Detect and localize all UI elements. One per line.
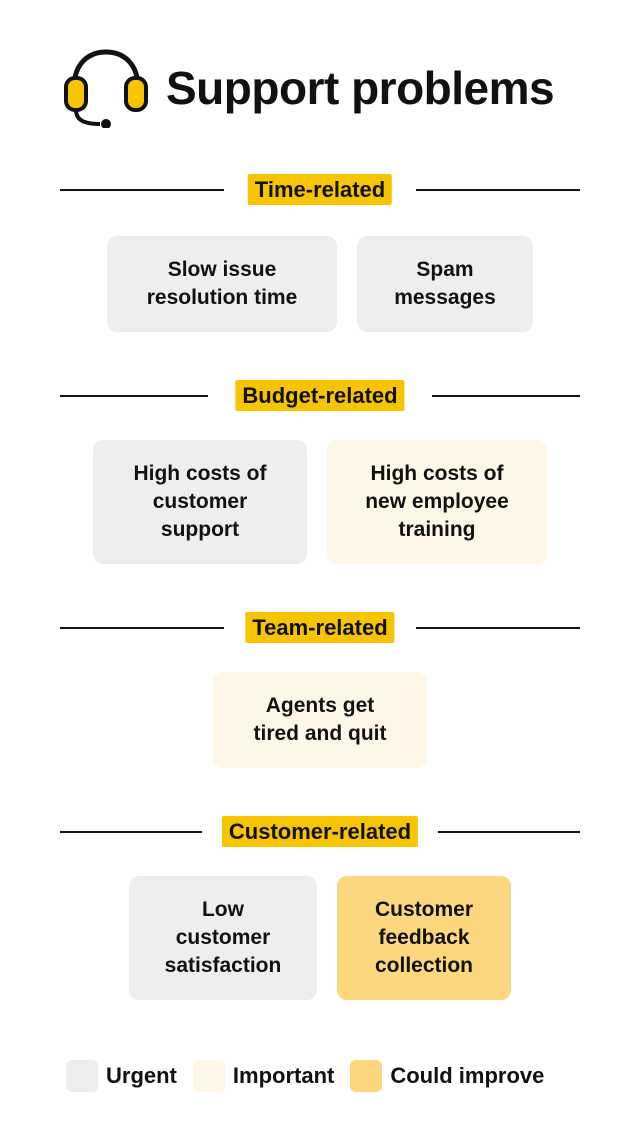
card-high-costs-training: High costs of new employee training (327, 440, 547, 564)
card-slow-issue-resolution: Slow issue resolution time (107, 236, 337, 332)
section-time-related: Time-related Slow issue resolution time … (60, 174, 580, 332)
card-low-satisfaction: Low customer satisfaction (129, 876, 317, 1000)
legend-label: Urgent (106, 1063, 177, 1088)
section-divider: Budget-related (60, 380, 580, 412)
card-agents-tired: Agents get tired and quit (213, 672, 427, 768)
legend-item-important: Important (192, 1060, 335, 1092)
section-customer-related: Customer-related Low customer satisfacti… (60, 816, 580, 1000)
legend-swatch (192, 1060, 225, 1092)
legend-swatch (350, 1060, 383, 1092)
legend-label: Important (232, 1063, 335, 1088)
section-team-related: Team-related Agents get tired and quit (60, 612, 580, 768)
section-label: Time-related (247, 174, 393, 205)
legend-item-urgent: Urgent (66, 1060, 177, 1092)
section-label: Budget-related (235, 380, 405, 411)
section-budget-related: Budget-related High costs of customer su… (60, 380, 580, 564)
section-divider: Team-related (60, 612, 580, 644)
legend-item-could-improve: Could improve (350, 1060, 544, 1092)
section-divider: Time-related (60, 174, 580, 206)
section-divider: Customer-related (60, 816, 580, 848)
section-label: Team-related (245, 612, 395, 643)
headset-icon (64, 49, 148, 128)
section-label: Customer-related (221, 816, 419, 847)
legend: Urgent Important Could improve (66, 1060, 560, 1092)
card-high-costs-support: High costs of customer support (93, 440, 307, 564)
header: Support problems (60, 48, 555, 128)
card-feedback-collection: Customer feedback collection (337, 876, 511, 1000)
legend-label: Could improve (390, 1063, 545, 1088)
card-spam-messages: Spam messages (357, 236, 533, 332)
page-title: Support problems (166, 62, 555, 114)
legend-swatch (66, 1060, 98, 1092)
